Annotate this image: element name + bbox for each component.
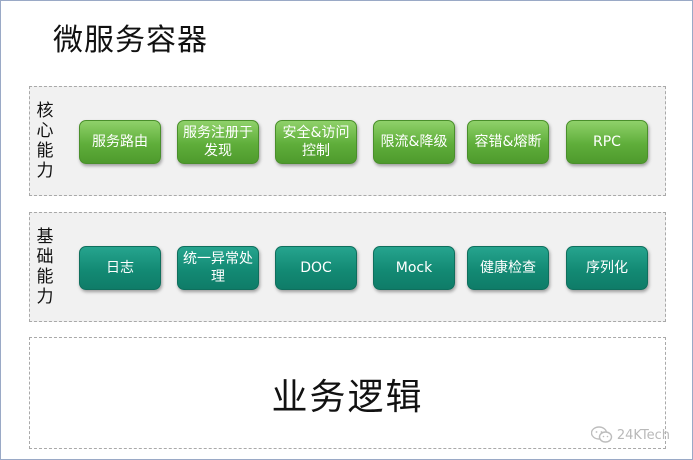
core-item-rate-limiting[interactable]: 限流&降级 [373,120,455,164]
base-item-doc[interactable]: DOC [275,246,357,290]
business-logic-panel: 业务逻辑 [29,337,666,449]
base-item-mock[interactable]: Mock [373,246,455,290]
core-capabilities-panel: 核心能力 服务路由 服务注册于发现 安全&访问控制 限流&降级 容错&熔断 RP… [29,86,666,196]
base-capabilities-label: 基础能力 [36,227,54,307]
base-item-exception-handling[interactable]: 统一异常处理 [177,246,259,290]
core-item-rpc[interactable]: RPC [566,120,648,164]
core-item-service-registration[interactable]: 服务注册于发现 [177,120,259,164]
base-item-serialization[interactable]: 序列化 [566,246,648,290]
wechat-icon [590,426,613,444]
core-item-fault-tolerance[interactable]: 容错&熔断 [467,120,549,164]
base-item-health-check[interactable]: 健康检查 [467,246,549,290]
core-item-service-routing[interactable]: 服务路由 [79,120,161,164]
core-capabilities-label: 核心能力 [36,101,54,181]
watermark-text: 24KTech [616,427,670,443]
base-capabilities-panel: 基础能力 日志 统一异常处理 DOC Mock 健康检查 序列化 [29,212,666,322]
diagram-title: 微服务容器 [53,23,208,58]
base-item-logging[interactable]: 日志 [79,246,161,290]
watermark: 24KTech [590,426,670,444]
business-logic-label: 业务逻辑 [271,377,424,418]
core-item-security-access[interactable]: 安全&访问控制 [275,120,357,164]
